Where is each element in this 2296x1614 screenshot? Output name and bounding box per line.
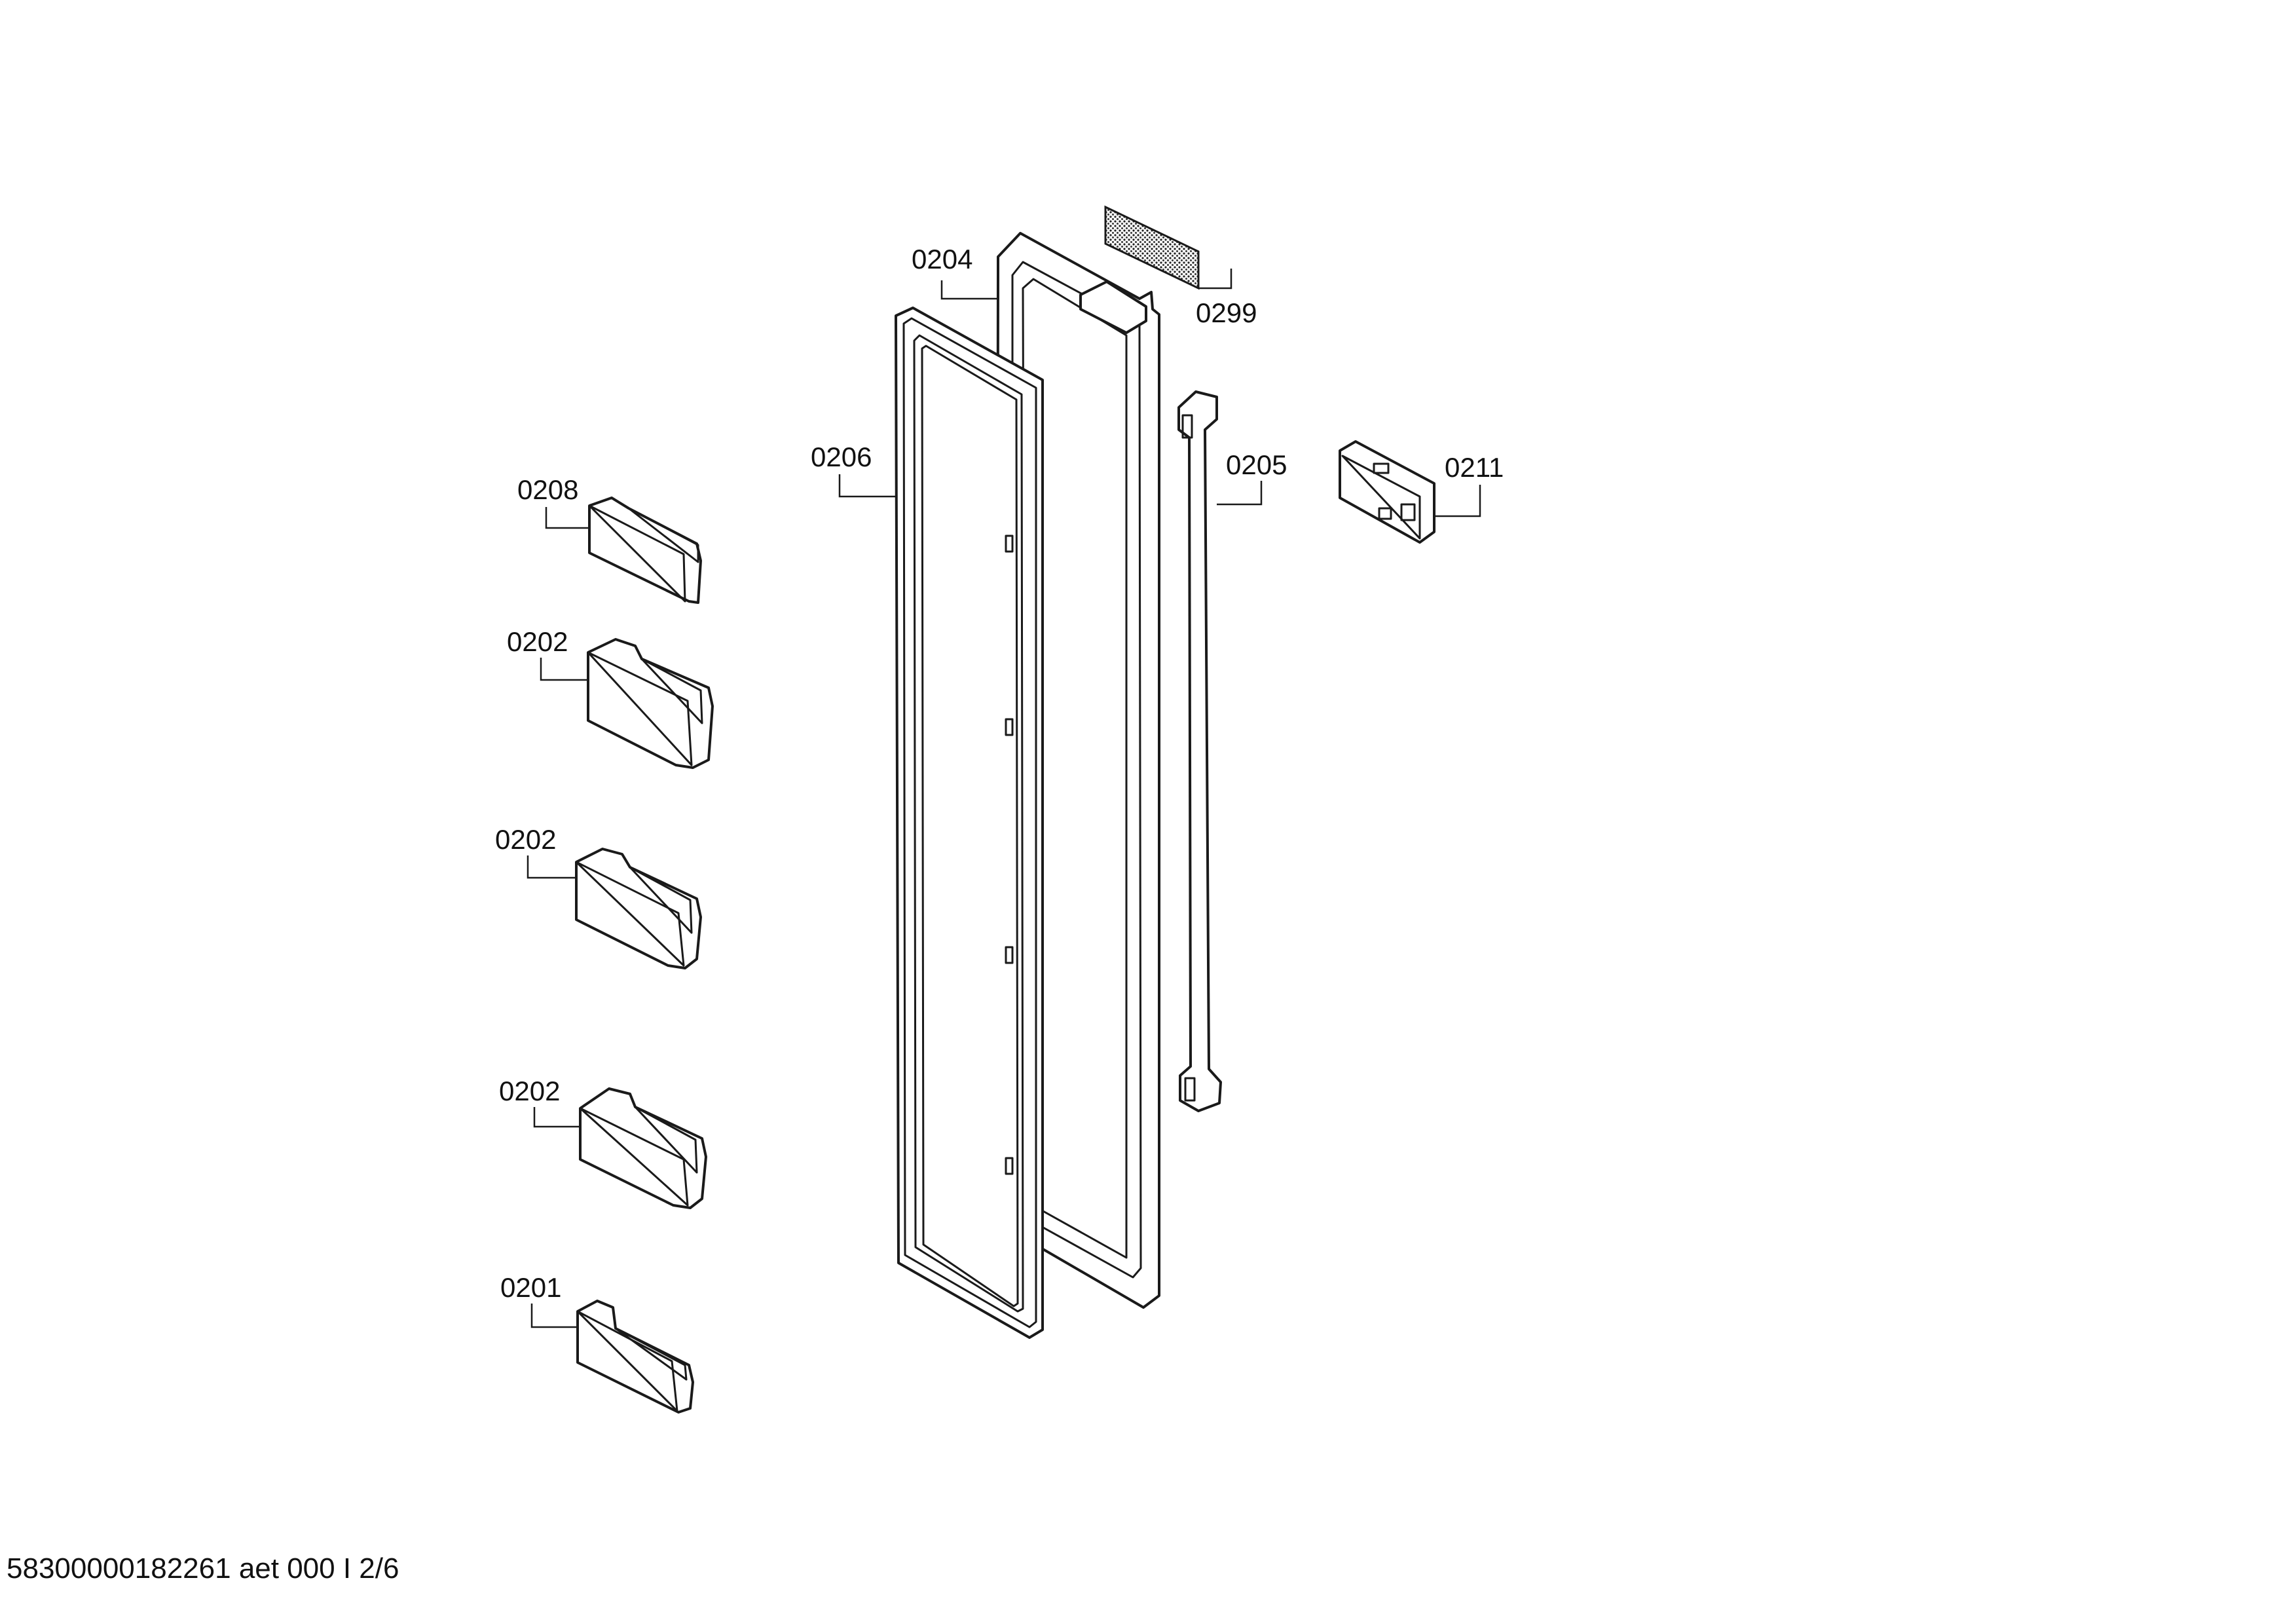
part-0205-handle [1177, 390, 1222, 1112]
callout-0201: 0201 [500, 1272, 561, 1303]
callout-0202-a: 0202 [507, 626, 568, 657]
callout-0211: 0211 [1445, 452, 1504, 483]
callout-0202-c: 0202 [499, 1076, 560, 1106]
part-0299-filter [1104, 205, 1200, 290]
callout-0205: 0205 [1226, 449, 1287, 480]
callout-0204: 0204 [912, 244, 972, 274]
leader-lines [527, 269, 1481, 1328]
callout-0206: 0206 [811, 441, 872, 472]
part-0206-gasket [895, 307, 1044, 1339]
document-id: 58300000182261 aet 000 I 2/6 [7, 1552, 399, 1585]
callout-0202-b: 0202 [495, 824, 556, 855]
part-0202-door-shelf-b [575, 848, 702, 969]
callout-0208: 0208 [517, 474, 578, 505]
callout-labels: 0204 0299 0206 0205 0211 0208 0202 0202 … [495, 244, 1504, 1303]
part-0208-door-shelf [588, 497, 702, 604]
callout-0299: 0299 [1196, 297, 1257, 328]
part-0201-door-shelf [576, 1300, 694, 1414]
part-0202-door-shelf-a [587, 638, 714, 769]
part-0202-door-shelf-c [579, 1087, 707, 1209]
part-0211-control-module [1339, 440, 1435, 544]
